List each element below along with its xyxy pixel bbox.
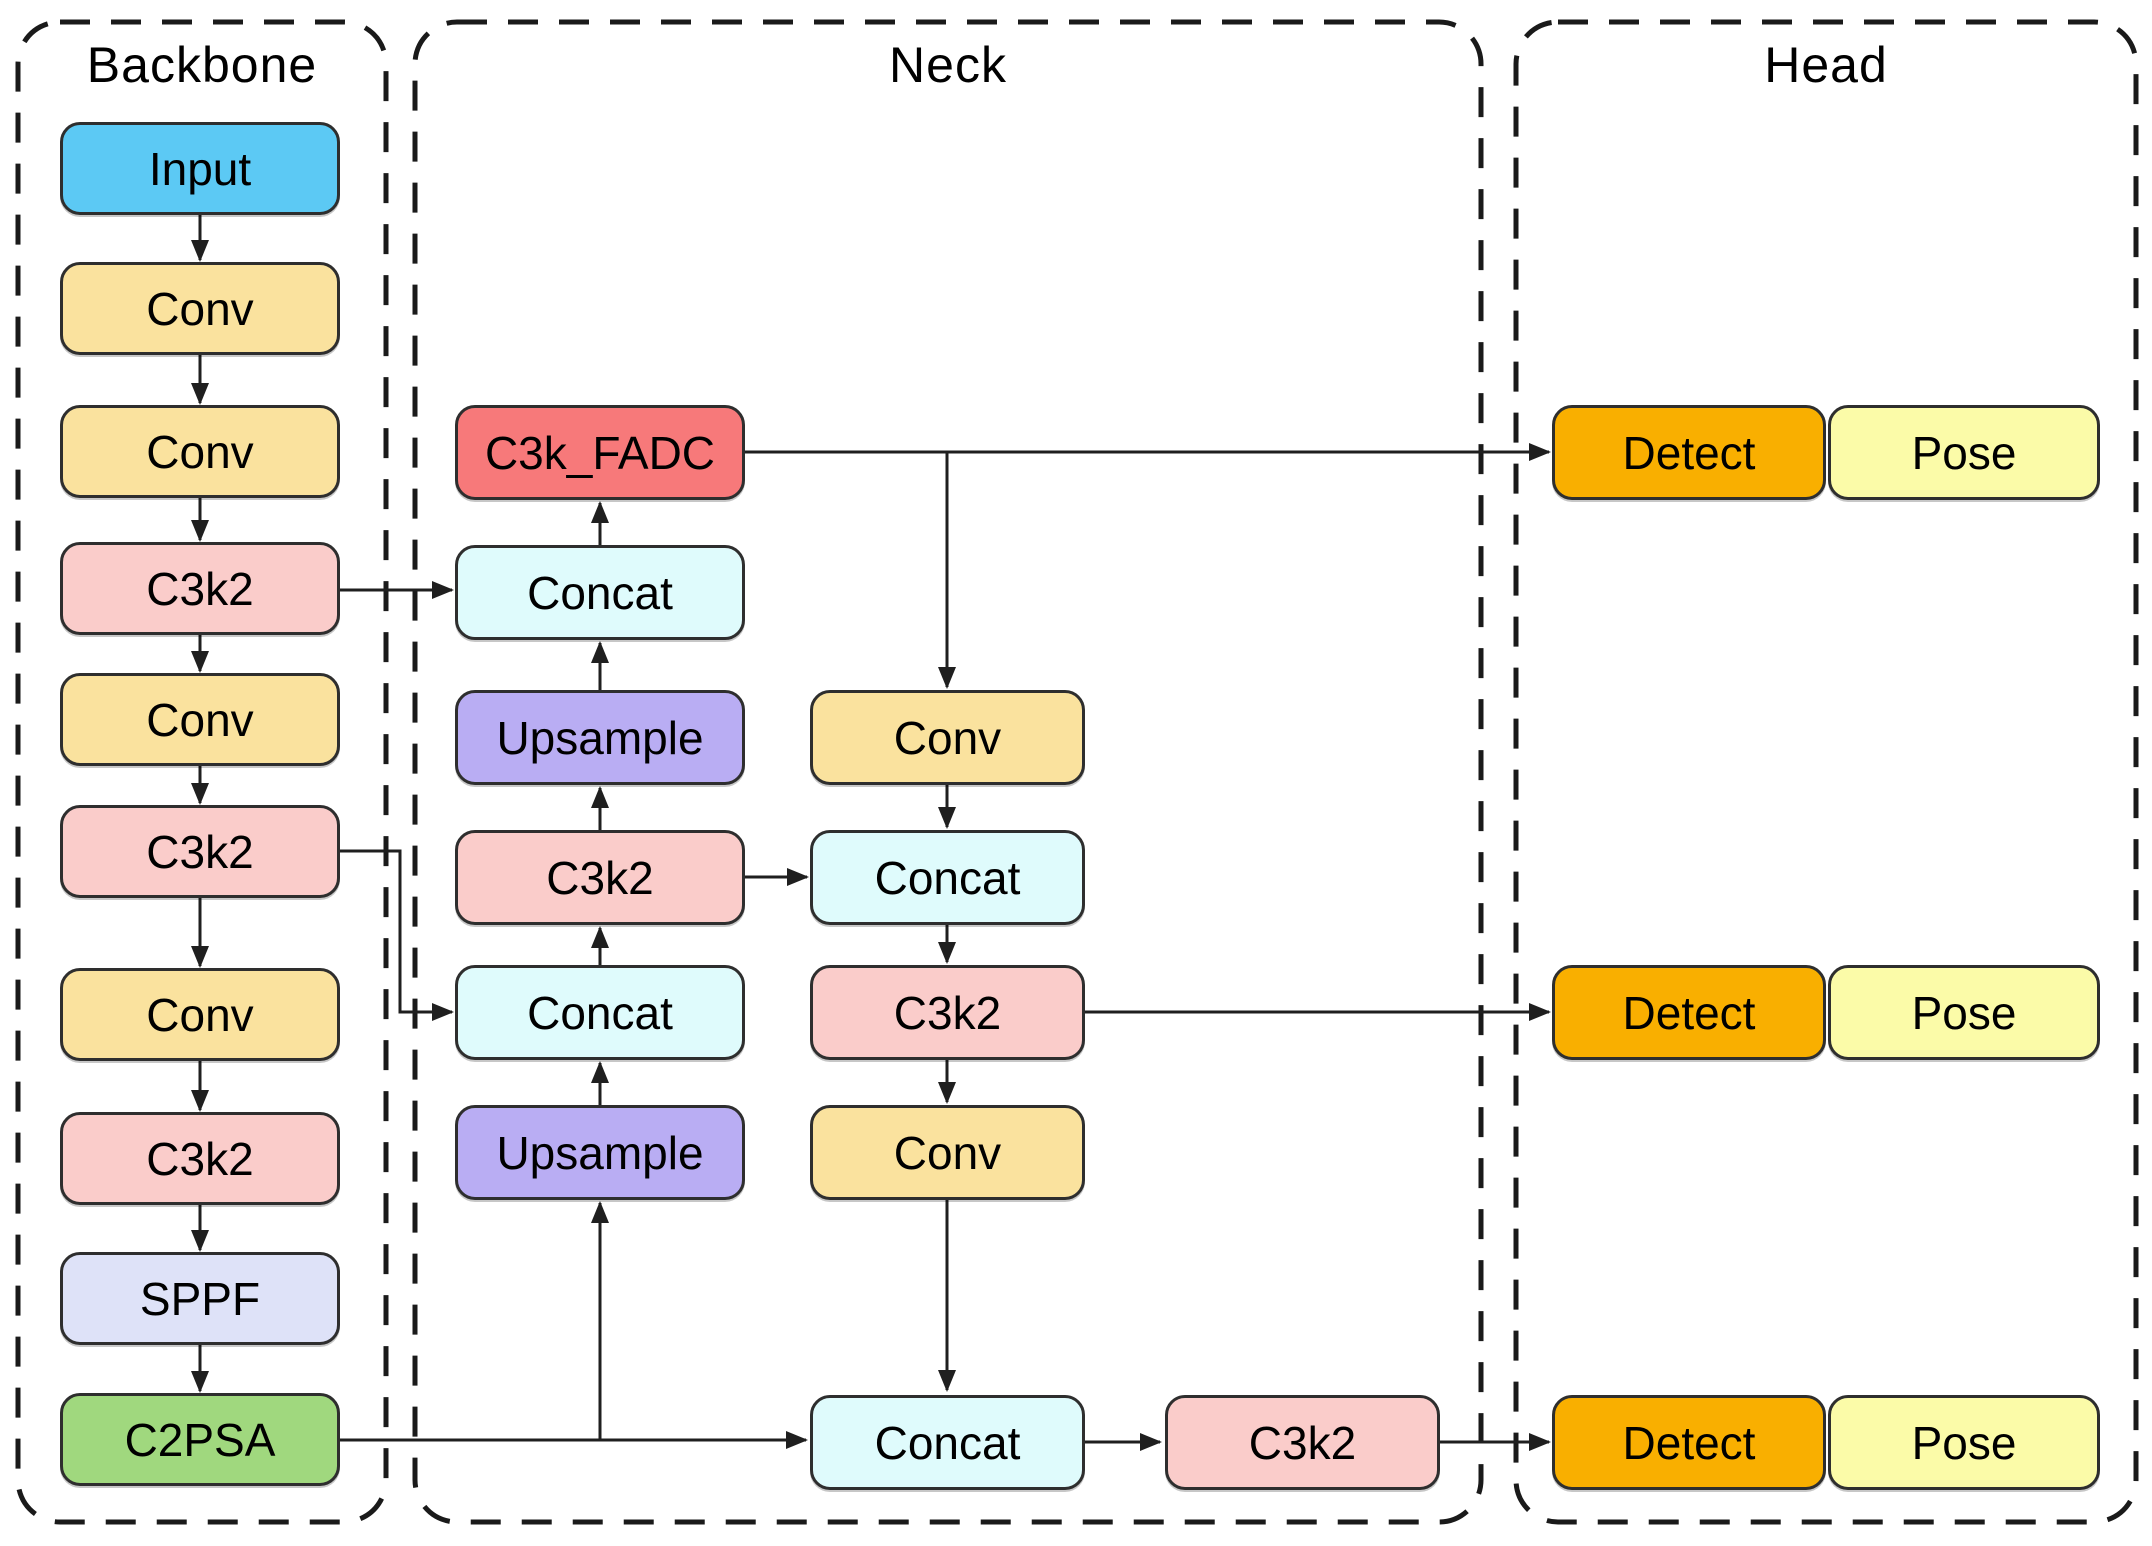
node-bb-conv2: Conv xyxy=(60,405,340,498)
node-nk-concat4: Concat xyxy=(810,1395,1085,1490)
node-bb-conv3: Conv xyxy=(60,673,340,766)
node-hd-pose2: Pose xyxy=(1828,965,2100,1060)
section-neck-border xyxy=(412,19,1484,1525)
node-nk-c3k2-3: C3k2 xyxy=(1165,1395,1440,1490)
node-hd-detect2: Detect xyxy=(1552,965,1826,1060)
node-nk-upsample1: Upsample xyxy=(455,690,745,785)
node-bb-conv1: Conv xyxy=(60,262,340,355)
node-nk-concat2: Concat xyxy=(455,965,745,1060)
node-nk-upsample2: Upsample xyxy=(455,1105,745,1200)
node-nk-c3k2-1: C3k2 xyxy=(455,830,745,925)
node-bb-input: Input xyxy=(60,122,340,215)
section-title-backbone: Backbone xyxy=(86,37,318,93)
node-bb-c3k2-2: C3k2 xyxy=(60,805,340,898)
edge-bb-c3k2-2-nk-concat2 xyxy=(340,849,454,1021)
edge-arrows xyxy=(191,215,1551,1451)
node-hd-detect1: Detect xyxy=(1552,405,1826,500)
section-borders xyxy=(15,19,2139,1525)
node-bb-c2psa: C2PSA xyxy=(60,1393,340,1486)
node-nk-concat1: Concat xyxy=(455,545,745,640)
node-bb-conv4: Conv xyxy=(60,968,340,1061)
node-nk-concat3: Concat xyxy=(810,830,1085,925)
node-nk-c3k2-2: C3k2 xyxy=(810,965,1085,1060)
node-hd-pose3: Pose xyxy=(1828,1395,2100,1490)
node-bb-c3k2-3: C3k2 xyxy=(60,1112,340,1205)
node-hd-detect3: Detect xyxy=(1552,1395,1826,1490)
section-title-neck: Neck xyxy=(889,37,1007,93)
node-bb-sppf: SPPF xyxy=(60,1252,340,1345)
node-nk-conv1: Conv xyxy=(810,690,1085,785)
node-nk-conv2: Conv xyxy=(810,1105,1085,1200)
node-hd-pose1: Pose xyxy=(1828,405,2100,500)
node-nk-c3kfadc: C3k_FADC xyxy=(455,405,745,500)
section-title-head: Head xyxy=(1764,37,1888,93)
section-head-border xyxy=(1513,19,2139,1525)
node-bb-c3k2-1: C3k2 xyxy=(60,542,340,635)
